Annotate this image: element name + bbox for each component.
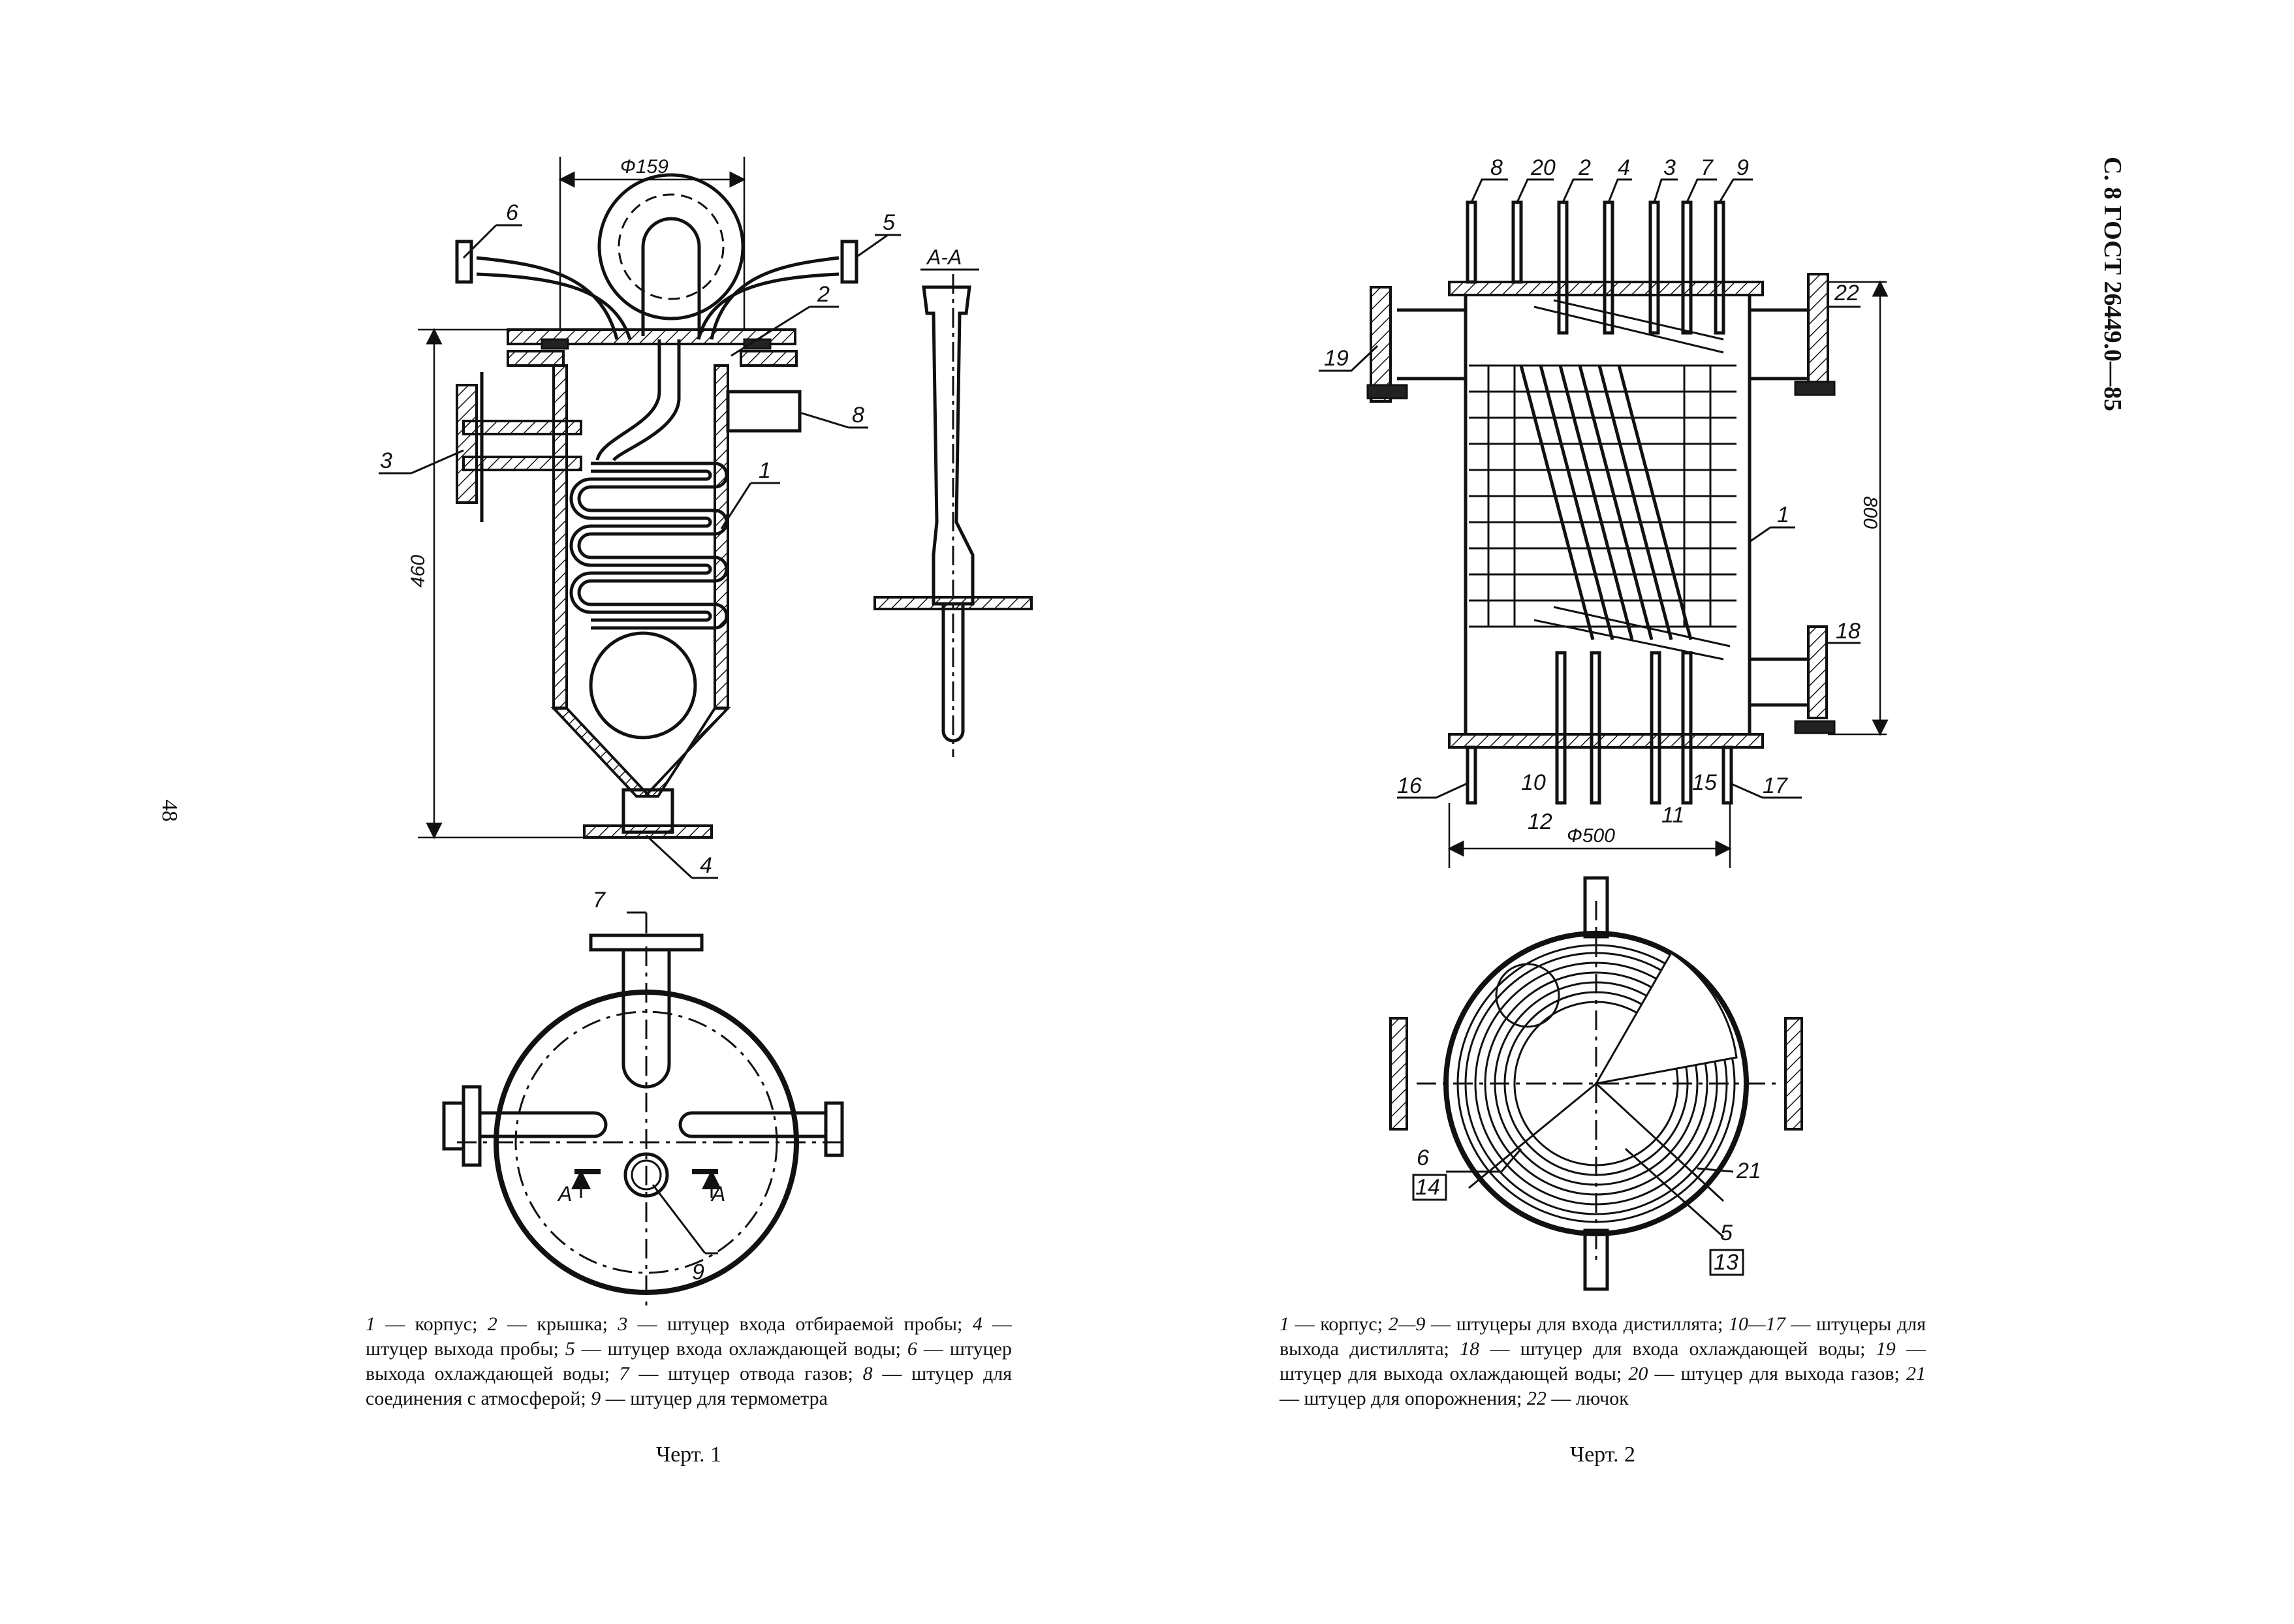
fig2-diameter-dim: Ф500 (1567, 825, 1615, 847)
fig1-label-3: 3 (380, 448, 392, 473)
fig1-item-7: 7 — штуцер отвода газов; (619, 1363, 863, 1384)
fig2-section-view: Ф500 800 8 20 2 4 3 7 9 16 10 12 11 15 1… (1319, 155, 1889, 868)
fig2-item-7: 21 — штуцер для опорожнения; (1280, 1363, 1926, 1409)
fig1-label-1: 1 (759, 458, 771, 483)
fig2-label-17: 17 (1763, 773, 1788, 798)
fig1-item-2: 2 — крышка; (487, 1313, 618, 1335)
fig2-label-12: 12 (1528, 809, 1552, 834)
fig1-label-6: 6 (506, 200, 518, 225)
fig2-label-4: 4 (1618, 155, 1630, 180)
fig1-section-view: Ф159 460 2 5 6 8 3 1 4 (379, 156, 901, 879)
fig1-label-8: 8 (852, 403, 864, 428)
fig1-height-dim: 460 (407, 555, 429, 587)
fig2-bottom-nozzles (1466, 651, 1733, 805)
fig1-title: Черт. 1 (655, 1443, 722, 1467)
fig2-height-dim: 800 (1859, 496, 1881, 529)
fig2-plan-label-5: 5 (1720, 1221, 1733, 1245)
fig1-item-5: 5 — штуцер входа охлаждающей воды; (565, 1338, 907, 1360)
fig1-label-5: 5 (883, 210, 895, 235)
fig2-plan-label-13: 13 (1714, 1250, 1738, 1275)
fig2-label-3: 3 (1663, 155, 1676, 180)
section-mark-left: А (557, 1182, 572, 1206)
fig1-item-3: 3 — штуцер входа отбираемой пробы; (618, 1313, 973, 1335)
fig2-label-20: 20 (1530, 155, 1556, 180)
fig2-item-5: 19 — штуцер для выхода охлаждающей воды; (1280, 1338, 1926, 1384)
fig1-item-6: 6 — штуцер выхода охлаждающей воды; (366, 1338, 1012, 1384)
fig1-label-4: 4 (700, 853, 712, 878)
fig1-label-7: 7 (593, 888, 606, 913)
fig1-label-2: 2 (817, 282, 830, 307)
coil (569, 461, 729, 630)
fig1-item-1: 1 — корпус; (366, 1313, 488, 1335)
fig2-item-6: 20 — штуцер для выхода газов; (1628, 1363, 1906, 1384)
fig2-plan-label-21: 21 (1736, 1159, 1761, 1183)
fig2-label-8: 8 (1490, 155, 1503, 180)
fig1-item-8: 8 — штуцер для соединения с атмосферой; (366, 1363, 1013, 1409)
fig1-label-9: 9 (692, 1260, 704, 1285)
fig2-tube-bundle (1469, 299, 1736, 661)
fig2-label-9: 9 (1736, 155, 1749, 180)
fig1-section-a-a: А-А (873, 245, 1033, 757)
section-mark-right: А (710, 1182, 725, 1206)
fig1-diameter-dim: Ф159 (620, 156, 668, 178)
fig2-label-11: 11 (1661, 803, 1684, 828)
fig2-label-2: 2 (1578, 155, 1591, 180)
fig1-item-9: 9 — штуцер для термометра (591, 1388, 828, 1409)
fig2-title: Черт. 2 (1569, 1443, 1636, 1467)
fig2-label-15: 15 (1692, 770, 1717, 795)
fig2-caption: 1 — корпус; 2—9 — штуцеры для входа дист… (1280, 1312, 1926, 1411)
fig2-label-19: 19 (1324, 346, 1349, 371)
fig2-plan-label-6: 6 (1417, 1146, 1429, 1170)
fig2-label-1: 1 (1777, 503, 1789, 527)
fig2-top-nozzles (1466, 200, 1725, 335)
fig1-caption: 1 — корпус; 2 — крышка; 3 — штуцер входа… (366, 1312, 1012, 1411)
fig2-label-18: 18 (1836, 619, 1861, 644)
fig2-item-2: 2—9 — штуцеры для входа дистиллята; (1388, 1313, 1729, 1335)
fig2-item-1: 1 — корпус; (1280, 1313, 1389, 1335)
fig2-item-4: 18 — штуцер для входа охлаждающей воды; (1460, 1338, 1876, 1360)
fig2-plan-view: 6 14 5 13 21 (1389, 876, 1803, 1291)
section-a-a-label: А-А (926, 245, 962, 269)
fig2-label-7: 7 (1701, 155, 1714, 180)
fig1-item-4: 4 — штуцер выхода пробы; (366, 1313, 1013, 1360)
fig1-plan-view: А А 7 9 (442, 888, 844, 1305)
fig2-plan-label-14: 14 (1415, 1175, 1440, 1200)
fig2-label-16: 16 (1397, 773, 1422, 798)
fig2-label-10: 10 (1521, 770, 1546, 795)
fig2-label-22: 22 (1834, 281, 1859, 305)
fig2-item-3: 10—17 — штуцеры для выхода дистиллята; (1280, 1313, 1926, 1360)
fig2-item-8: 22 — лючок (1526, 1388, 1629, 1409)
